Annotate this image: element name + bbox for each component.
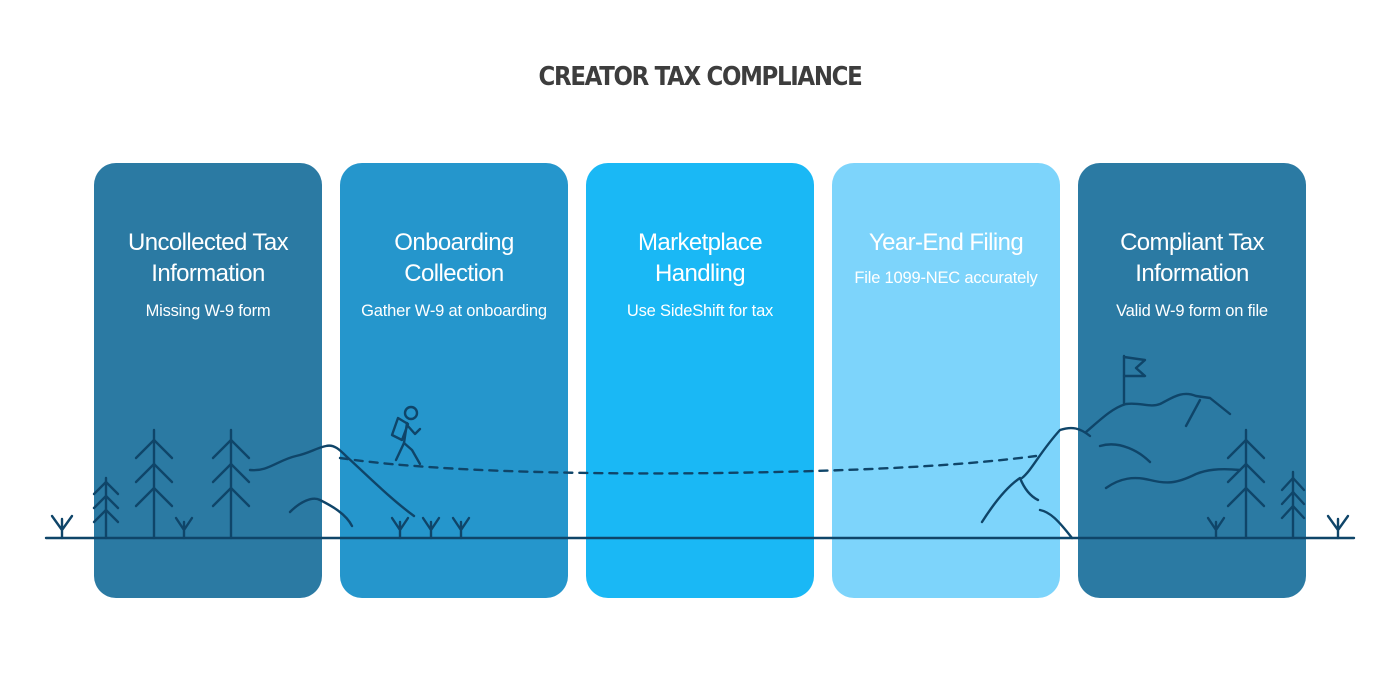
stage-card-compliant: Compliant Tax Information Valid W-9 form… bbox=[1078, 163, 1306, 598]
stage-card-year-end: Year-End Filing File 1099-NEC accurately bbox=[832, 163, 1060, 598]
stage-subtitle: Use SideShift for tax bbox=[626, 302, 774, 320]
stage-text: Year-End Filing File 1099-NEC accurately bbox=[832, 227, 1060, 289]
stage-card-marketplace: Marketplace Handling Use SideShift for t… bbox=[586, 163, 814, 598]
stage-subtitle: Valid W-9 form on file bbox=[1116, 302, 1268, 320]
stage-title: Marketplace Handling bbox=[637, 229, 763, 287]
stage-title: Onboarding Collection bbox=[394, 229, 514, 287]
stage-card-uncollected: Uncollected Tax Information Missing W-9 … bbox=[94, 163, 322, 598]
stage-title: Uncollected Tax Information bbox=[128, 229, 289, 287]
stage-subtitle: File 1099-NEC accurately bbox=[854, 269, 1038, 287]
stage-title: Compliant Tax Information bbox=[1120, 229, 1264, 287]
stage-subtitle: Gather W-9 at onboarding bbox=[361, 302, 547, 320]
stage-text: Uncollected Tax Information Missing W-9 … bbox=[94, 227, 322, 322]
stage-text: Compliant Tax Information Valid W-9 form… bbox=[1078, 227, 1306, 322]
grass-tuft-icon bbox=[50, 514, 74, 540]
grass-tuft-icon bbox=[1326, 514, 1350, 540]
stage-text: Onboarding Collection Gather W-9 at onbo… bbox=[340, 227, 568, 322]
diagram-title: CREATOR TAX COMPLIANCE bbox=[538, 62, 863, 92]
stage-text: Marketplace Handling Use SideShift for t… bbox=[586, 227, 814, 322]
stage-title: Year-End Filing bbox=[868, 229, 1024, 256]
stage-subtitle: Missing W-9 form bbox=[145, 302, 271, 320]
stage-card-onboarding: Onboarding Collection Gather W-9 at onbo… bbox=[340, 163, 568, 598]
